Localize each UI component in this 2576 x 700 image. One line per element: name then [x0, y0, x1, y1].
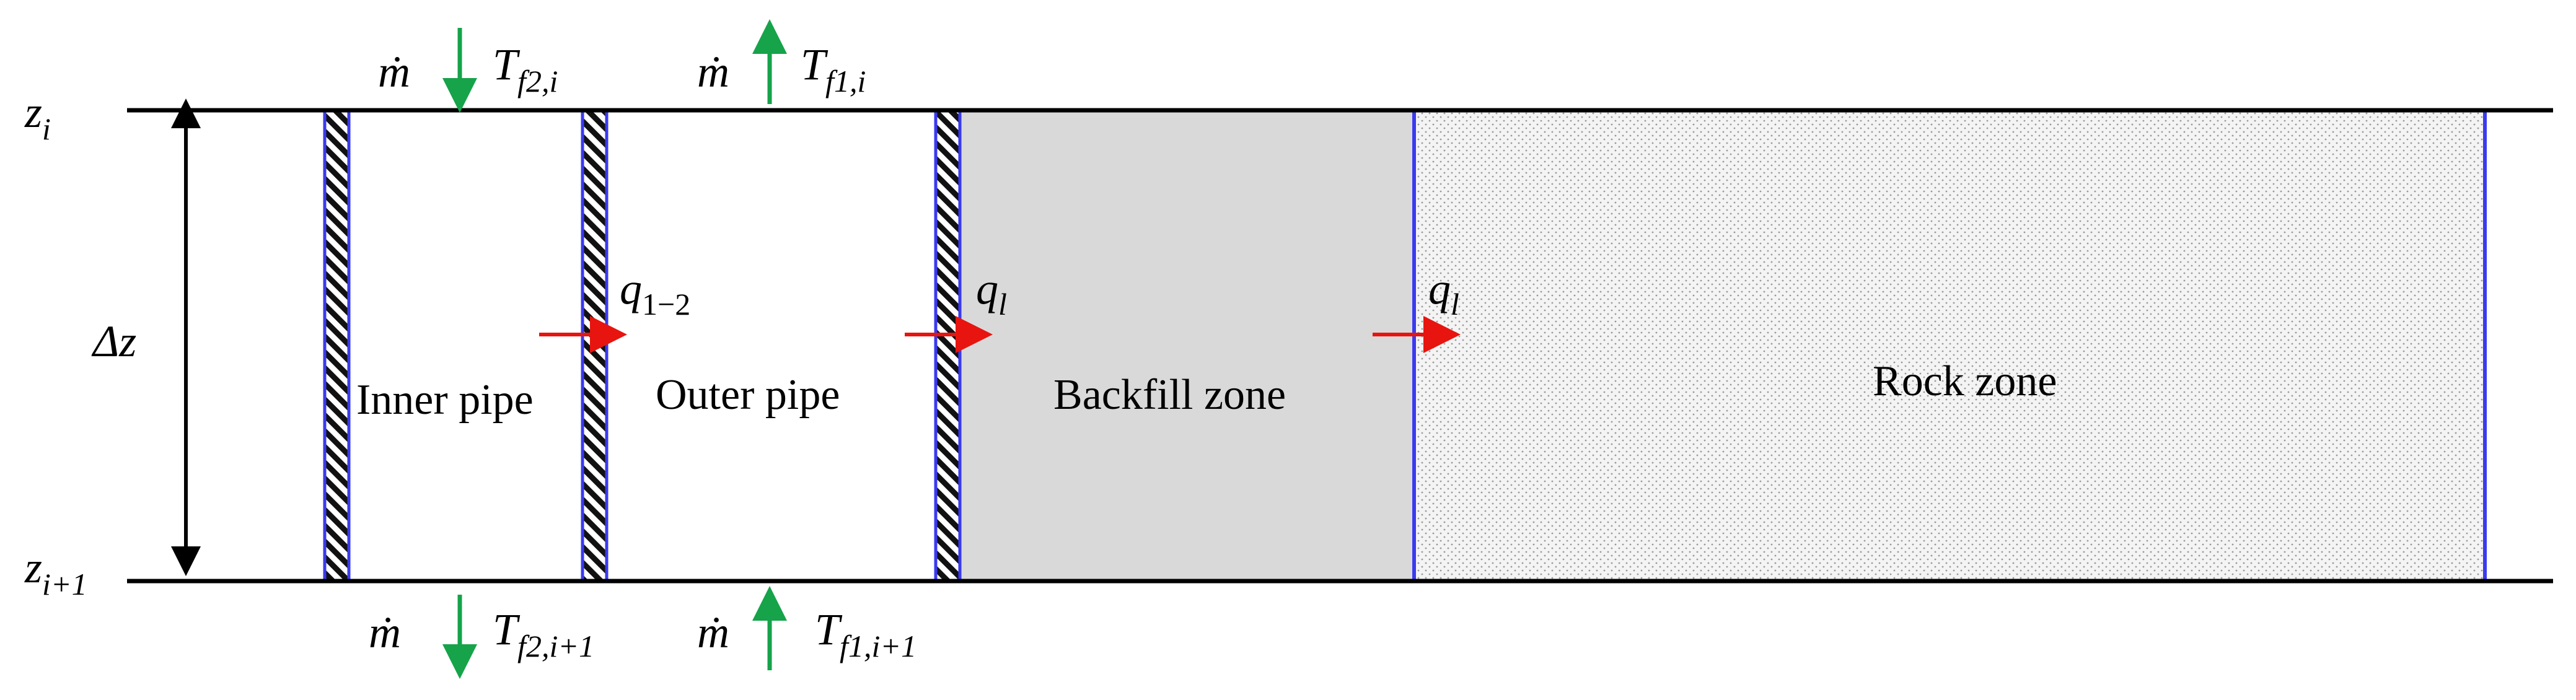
T-f1-i-label: Tf1,i [801, 40, 866, 98]
mdot-bottom-inner: ṁ [369, 608, 401, 657]
q-1-2-label: q1−2 [620, 264, 690, 322]
mdot-top-outer: ṁ [697, 47, 729, 97]
outer-pipe-label: Outer pipe [656, 371, 840, 419]
mdot-bottom-outer: ṁ [697, 608, 729, 657]
z-i-label: zi [24, 87, 51, 146]
backfill-zone-label: Backfill zone [1053, 371, 1286, 419]
inner-pipe-wall-right [581, 112, 609, 580]
z-i-plus-1-label: zi+1 [24, 543, 87, 602]
inner-pipe-wall-left [323, 112, 351, 580]
T-f2-i-label: Tf2,i [493, 40, 558, 98]
rock-zone-region [1414, 112, 2485, 580]
delta-z-label: Δz [91, 317, 136, 366]
T-f2-i-plus-1-label: Tf2,i+1 [493, 605, 594, 663]
q-l-label-2: ql [1428, 264, 1459, 322]
mdot-top-inner: ṁ [378, 47, 410, 97]
T-f1-i-plus-1-label: Tf1,i+1 [815, 605, 917, 663]
q-l-label-1: ql [976, 264, 1007, 322]
outer-pipe-wall [934, 112, 962, 580]
inner-pipe-label: Inner pipe [356, 376, 534, 424]
rock-zone-label: Rock zone [1873, 357, 2057, 405]
backfill-zone-region [961, 112, 1413, 580]
